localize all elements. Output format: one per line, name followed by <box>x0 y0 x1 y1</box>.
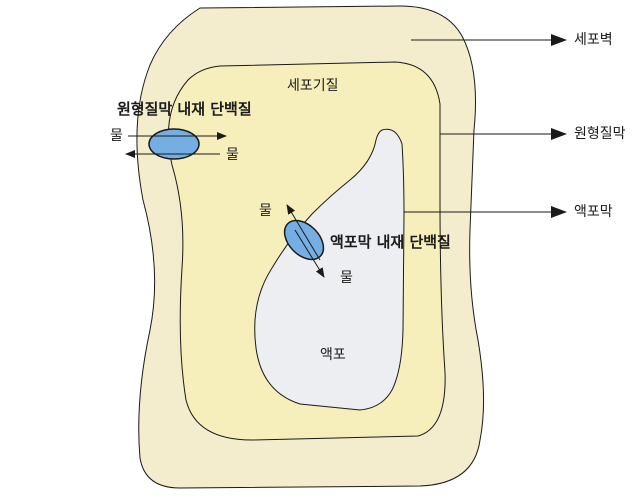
tonoplast-protein-label: 액포막 내재 단백질 <box>330 234 451 250</box>
cytoplasm-label: 세포기질 <box>287 78 339 94</box>
water-in-label-vac: 물 <box>259 203 272 219</box>
water-out-label-pm: 물 <box>226 147 239 163</box>
tonoplast-label: 액포막 <box>574 204 613 220</box>
plasma-membrane-protein-label: 원형질막 내재 단백질 <box>117 101 252 117</box>
plasma-membrane-label: 원형질막 <box>574 126 626 142</box>
water-out-label-vac: 물 <box>340 270 353 286</box>
water-in-label-pm: 물 <box>110 128 123 144</box>
cell-wall-label: 세포벽 <box>574 32 613 48</box>
vacuole-label: 액포 <box>320 347 346 363</box>
